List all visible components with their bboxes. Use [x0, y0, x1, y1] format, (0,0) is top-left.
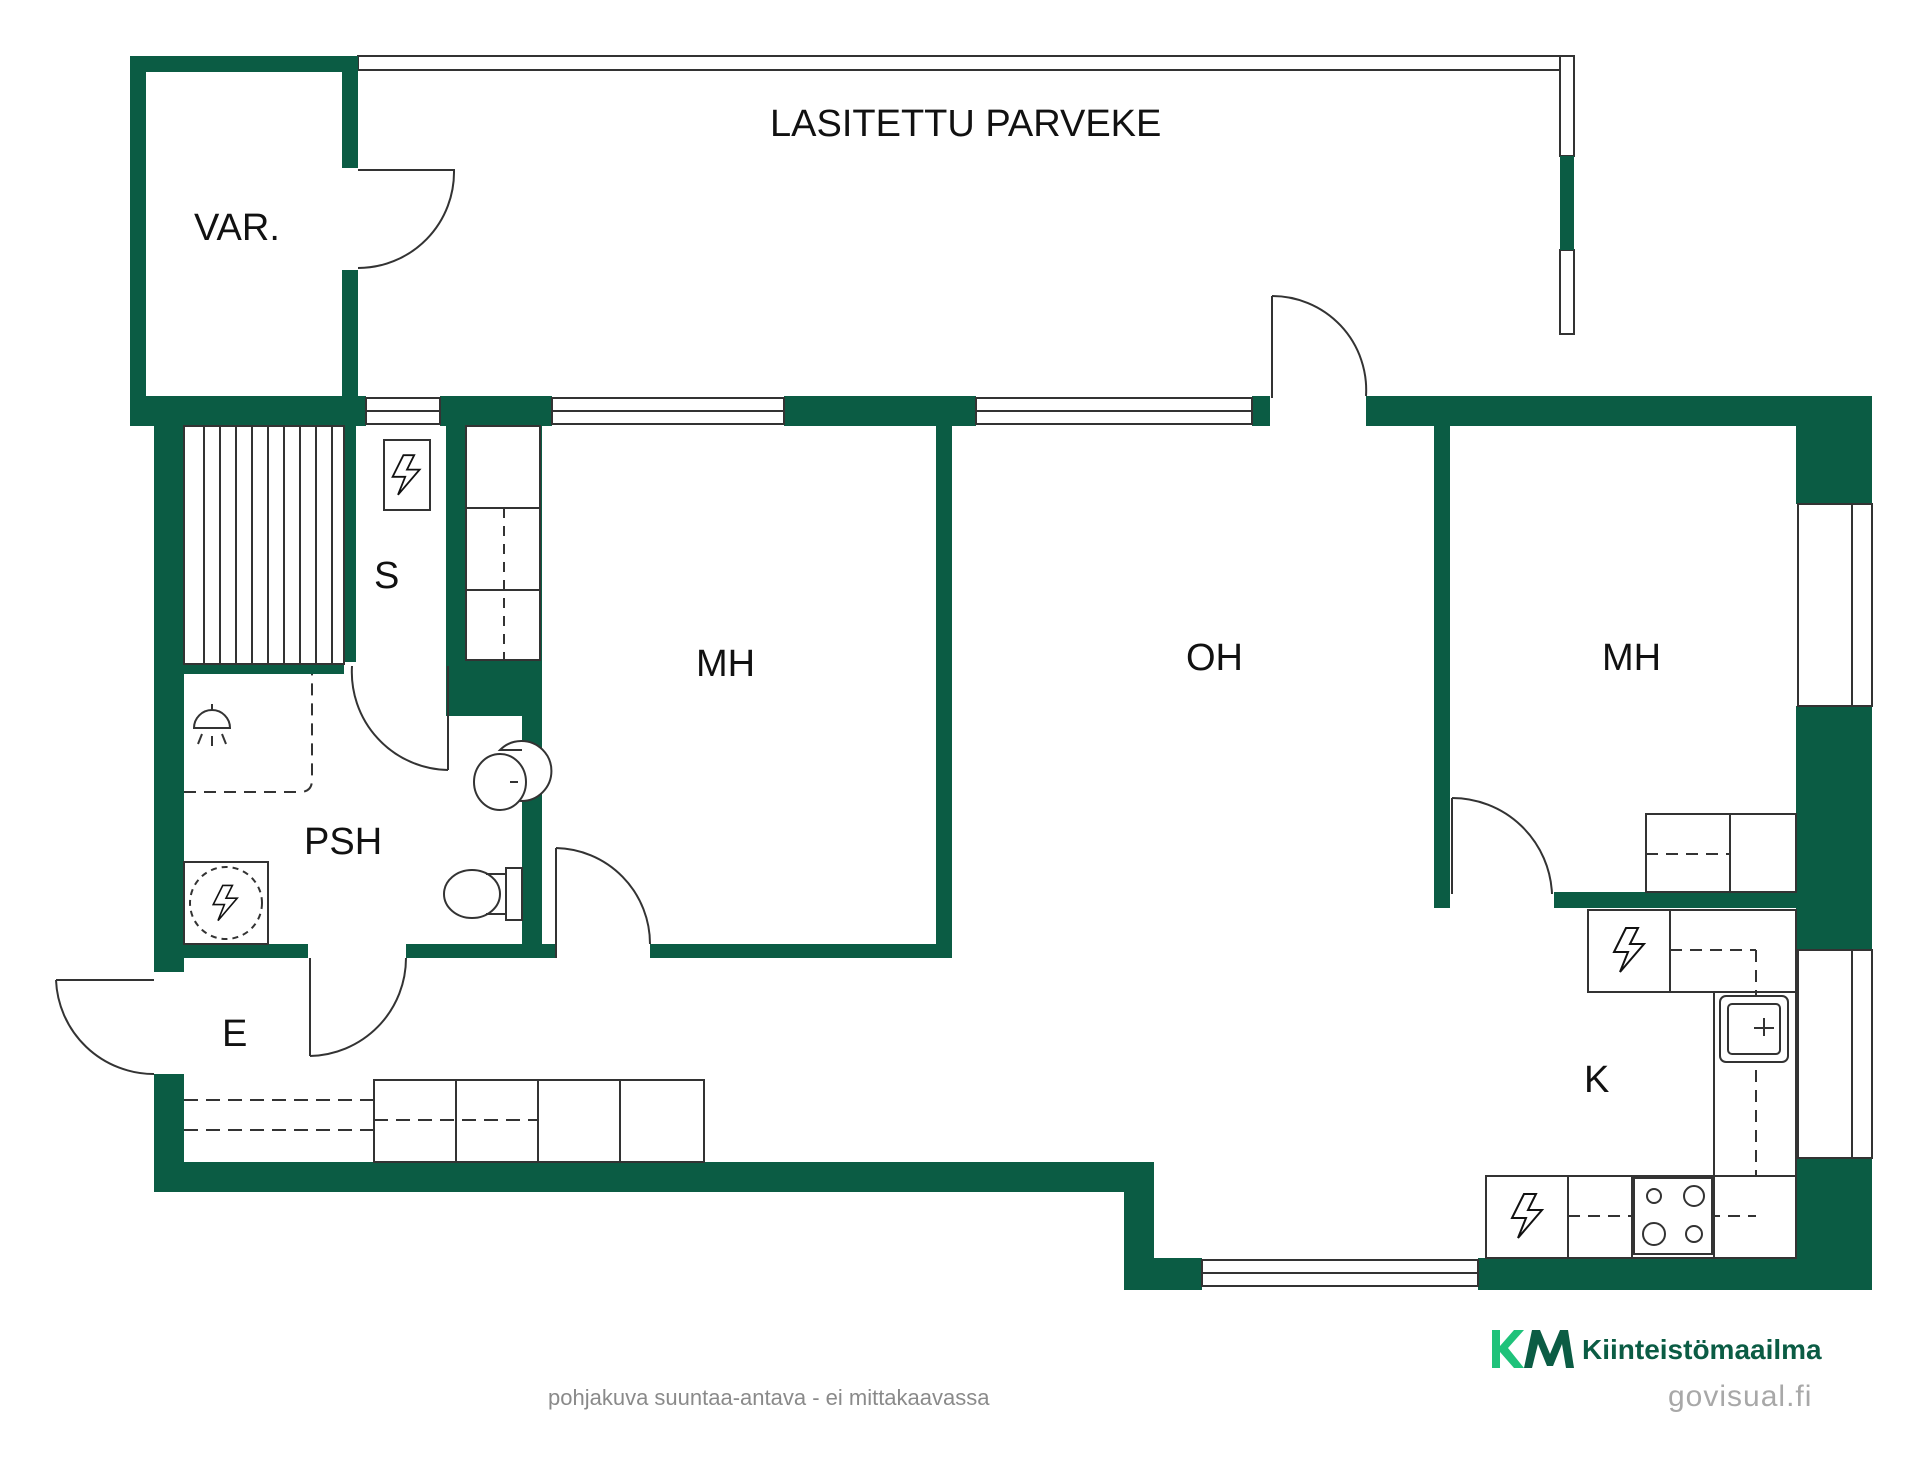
room-label-bedroom-left: MH [696, 643, 755, 685]
room-label-bedroom-right: MH [1602, 637, 1661, 679]
room-label-storage: VAR. [194, 207, 280, 249]
room-label-entrance: E [222, 1013, 247, 1055]
sink-icon [473, 740, 553, 811]
stove-icon [1633, 1177, 1713, 1255]
kitchen-sink-icon [1719, 995, 1789, 1063]
exterior-walls [130, 396, 1872, 1290]
km-logo-icon [1492, 1330, 1574, 1368]
wardrobe-right [1645, 813, 1797, 893]
sauna-bench [183, 425, 345, 665]
balcony-area [357, 55, 1575, 335]
closet [465, 425, 541, 661]
credit-text: govisual.fi [1668, 1380, 1813, 1413]
storage-walls [130, 56, 358, 426]
disclaimer-note: pohjakuva suuntaa-antava - ei mittakaava… [548, 1385, 990, 1410]
room-label-balcony: LASITETTU PARVEKE [770, 103, 1161, 145]
windows [365, 397, 1873, 1287]
brand-name: Kiinteistömaailma [1582, 1334, 1822, 1365]
shower-icon [184, 674, 313, 793]
room-label-kitchen: K [1584, 1059, 1609, 1101]
entrance-cabinets [184, 1079, 705, 1163]
room-label-bathroom: PSH [304, 821, 382, 863]
room-label-living-room: OH [1186, 637, 1243, 679]
toilet-icon [443, 867, 523, 921]
room-label-sauna: S [374, 555, 399, 597]
doors [55, 169, 1553, 1076]
interior-walls [184, 426, 1796, 958]
electric-heater-icon [383, 439, 431, 511]
floor-drain-icon [183, 861, 269, 945]
